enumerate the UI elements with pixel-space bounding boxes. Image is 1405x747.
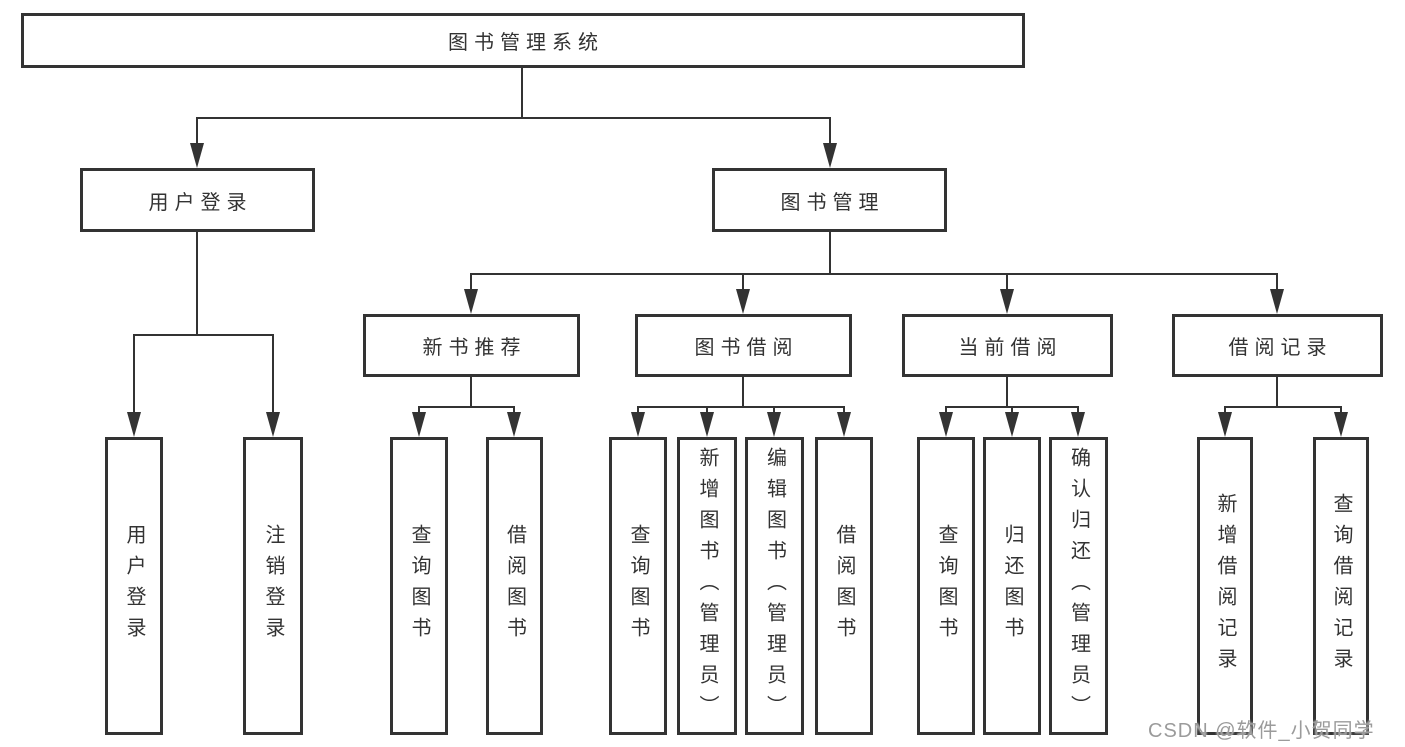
leaf-query-books-3: 查询图书: [917, 437, 975, 735]
leaf-user-login: 用户登录: [105, 437, 163, 735]
leaf-query-borrowing-record: 查询借阅记录: [1313, 437, 1369, 735]
arrowhead-down-icon: [1270, 289, 1284, 314]
arrowhead-down-icon: [412, 412, 426, 437]
leaf-label: 查询借阅记录: [1330, 493, 1352, 679]
connector-line: [133, 334, 135, 414]
arrowhead-down-icon: [190, 143, 204, 168]
connector-line: [829, 232, 831, 275]
leaf-confirm-return-admin: 确认归还（管理员）: [1049, 437, 1108, 735]
connector-line: [470, 273, 1278, 275]
arrowhead-down-icon: [464, 289, 478, 314]
leaf-label: 查询图书: [935, 524, 957, 648]
leaf-label: 新增图书（管理员）: [696, 446, 718, 726]
connector-line: [1276, 273, 1278, 292]
arrowhead-down-icon: [1000, 289, 1014, 314]
leaf-label: 借阅图书: [503, 524, 526, 648]
arrowhead-down-icon: [700, 412, 714, 437]
leaf-add-book-admin: 新增图书（管理员）: [677, 437, 737, 735]
connector-line: [1006, 377, 1008, 408]
connector-line: [1224, 406, 1226, 414]
leaf-query-books-1: 查询图书: [390, 437, 448, 735]
node-user-login: 用户登录: [80, 168, 315, 232]
connector-line: [706, 406, 708, 414]
arrowhead-down-icon: [736, 289, 750, 314]
connector-line: [196, 117, 831, 119]
leaf-borrow-books-1: 借阅图书: [486, 437, 543, 735]
node-label: 新书推荐: [422, 337, 527, 359]
root-node-book-management-system: 图书管理系统: [21, 13, 1025, 68]
node-label: 图书管理: [780, 191, 885, 214]
leaf-label: 注销登录: [262, 524, 284, 648]
leaf-add-borrowing-record: 新增借阅记录: [1197, 437, 1253, 735]
arrowhead-down-icon: [939, 412, 953, 437]
arrowhead-down-icon: [631, 412, 645, 437]
connector-line: [829, 117, 831, 145]
connector-line: [470, 377, 472, 408]
leaf-label: 新增借阅记录: [1214, 493, 1236, 679]
arrowhead-down-icon: [507, 412, 521, 437]
arrowhead-down-icon: [837, 412, 851, 437]
node-label: 图书借阅: [694, 337, 799, 359]
connector-line: [513, 406, 515, 414]
connector-line: [196, 117, 198, 145]
connector-line: [133, 334, 274, 336]
connector-line: [1011, 406, 1013, 414]
leaf-label: 查询图书: [408, 524, 430, 648]
arrowhead-down-icon: [1334, 412, 1348, 437]
connector-line: [773, 406, 775, 414]
arrowhead-down-icon: [1218, 412, 1232, 437]
connector-line: [196, 232, 198, 336]
arrowhead-down-icon: [1071, 412, 1085, 437]
connector-line: [272, 334, 274, 414]
connector-line: [1340, 406, 1342, 414]
connector-line: [1276, 377, 1278, 408]
connector-line: [1077, 406, 1079, 414]
root-node-label: 图书管理系统: [448, 32, 604, 54]
connector-line: [521, 68, 523, 119]
leaf-label: 确认归还（管理员）: [1067, 446, 1090, 726]
connector-line: [742, 377, 744, 408]
leaf-borrow-books-2: 借阅图书: [815, 437, 873, 735]
arrowhead-down-icon: [127, 412, 141, 437]
arrowhead-down-icon: [767, 412, 781, 437]
connector-line: [418, 406, 515, 408]
connector-line: [470, 273, 472, 292]
node-new-book-recommendation: 新书推荐: [363, 314, 580, 377]
leaf-edit-book-admin: 编辑图书（管理员）: [745, 437, 804, 735]
node-book-borrowing: 图书借阅: [635, 314, 852, 377]
connector-line: [1224, 406, 1342, 408]
leaf-return-books: 归还图书: [983, 437, 1041, 735]
connector-line: [1006, 273, 1008, 292]
arrowhead-down-icon: [1005, 412, 1019, 437]
arrowhead-down-icon: [823, 143, 837, 168]
node-label: 用户登录: [148, 191, 253, 214]
connector-line: [742, 273, 744, 292]
connector-line: [418, 406, 420, 414]
leaf-query-books-2: 查询图书: [609, 437, 667, 735]
connector-line: [637, 406, 845, 408]
node-borrowing-records: 借阅记录: [1172, 314, 1383, 377]
node-label: 借阅记录: [1228, 337, 1333, 359]
node-label: 当前借阅: [958, 337, 1063, 359]
node-current-borrowing: 当前借阅: [902, 314, 1113, 377]
connector-line: [637, 406, 639, 414]
leaf-logout: 注销登录: [243, 437, 303, 735]
node-book-management: 图书管理: [712, 168, 947, 232]
leaf-label: 用户登录: [123, 524, 145, 648]
connector-line: [843, 406, 845, 414]
leaf-label: 编辑图书（管理员）: [763, 446, 786, 726]
leaf-label: 借阅图书: [833, 524, 855, 648]
arrowhead-down-icon: [266, 412, 280, 437]
connector-line: [945, 406, 947, 414]
csdn-watermark: CSDN @软件_小贺同学: [1148, 720, 1375, 742]
leaf-label: 归还图书: [1001, 524, 1023, 648]
leaf-label: 查询图书: [627, 524, 649, 648]
